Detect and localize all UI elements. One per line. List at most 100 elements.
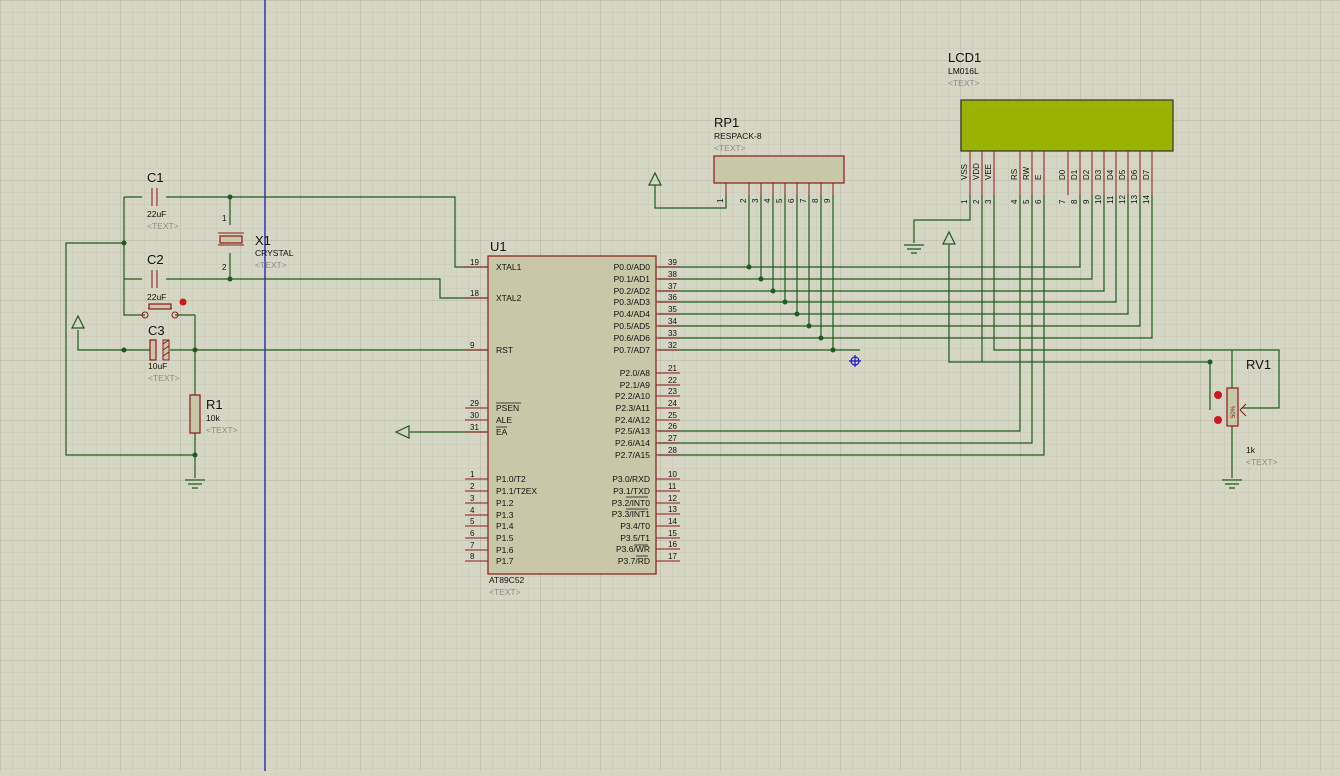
- rp1-pin-number: 1: [716, 198, 725, 203]
- u1-pin-number: 1: [470, 470, 475, 479]
- lcd1-pin-name: D5: [1118, 169, 1127, 180]
- lcd-screen: [960, 99, 1174, 152]
- capacitor-c1[interactable]: C1 22uF <TEXT>: [147, 170, 179, 231]
- u1-pin-label: P0.1/AD1: [614, 274, 651, 284]
- u1-pin-label: P0.7/AD7: [614, 345, 651, 355]
- wires[interactable]: [65, 185, 1280, 478]
- capacitor-c3[interactable]: C3 10uF <TEXT>: [148, 323, 180, 383]
- junction: [121, 240, 127, 246]
- u1-pin-number: 29: [470, 399, 479, 408]
- potentiometer-rv1[interactable]: 50% RV1 1k <TEXT>: [1214, 357, 1278, 467]
- lcd1-pin-number: 6: [1034, 199, 1043, 204]
- u1-pin-label: P0.3/AD3: [614, 297, 651, 307]
- u1-pin-label: PSEN: [496, 403, 519, 413]
- junction: [758, 276, 764, 282]
- u1-pin-number: 16: [668, 540, 677, 549]
- ground-icon[interactable]: [1222, 479, 1242, 489]
- lcd1-text: <TEXT>: [948, 78, 980, 88]
- power-terminal-icon[interactable]: [942, 230, 956, 245]
- rp1-pin-number: 9: [823, 198, 832, 203]
- u1-value: AT89C52: [489, 575, 525, 585]
- x1-ref: X1: [255, 233, 271, 248]
- rp1-pin-number: 2: [739, 198, 748, 203]
- rv1-down-marker-icon[interactable]: [1214, 416, 1222, 424]
- lcd1-pin-number: 8: [1070, 199, 1079, 204]
- rp1-pin-number: 3: [751, 198, 760, 203]
- junction: [1207, 359, 1213, 365]
- u1-pin-number: 11: [668, 482, 677, 491]
- crystal-x1[interactable]: 1 2 X1 CRYSTAL <TEXT>: [218, 214, 294, 272]
- ground-icon[interactable]: [185, 479, 205, 489]
- r1-text: <TEXT>: [206, 425, 238, 435]
- u1-pin-number: 7: [470, 541, 475, 550]
- lcd1-pins: VSS1VDD2VEE3RS4RW5E6D07D18D29D310D411D51…: [960, 151, 1153, 204]
- ale-terminal-icon[interactable]: [394, 425, 410, 439]
- u1-pin-label: P2.0/A8: [620, 368, 651, 378]
- lcd1-pin-name: D2: [1082, 169, 1091, 180]
- lcd1-value: LM016L: [948, 66, 979, 76]
- u1-pin-number: 8: [470, 552, 475, 561]
- c1-text: <TEXT>: [147, 221, 179, 231]
- u1-pin-number: 23: [668, 387, 677, 396]
- lcd1-pin-number: 11: [1106, 195, 1115, 204]
- u1-pin-number: 9: [470, 341, 475, 350]
- lcd1-pin-number: 7: [1058, 199, 1067, 204]
- u1-pin-label: P0.2/AD2: [614, 286, 651, 296]
- power-terminal-icon[interactable]: [648, 171, 662, 186]
- c2-ref: C2: [147, 252, 164, 267]
- u1-pin-number: 28: [668, 446, 677, 455]
- probe-cursor-icon[interactable]: [849, 355, 861, 367]
- u1-pin-number: 30: [470, 411, 479, 420]
- u1-pin-label: P2.6/A14: [615, 438, 650, 448]
- rv1-value: 1k: [1246, 445, 1256, 455]
- lcd1-pin-number: 4: [1010, 199, 1019, 204]
- u1-pin-number: 26: [668, 422, 677, 431]
- u1-pin-label: P2.1/A9: [620, 380, 651, 390]
- rp1-pin-number: 7: [799, 198, 808, 203]
- capacitor-c2[interactable]: C2 22uF: [147, 252, 166, 302]
- u1-pin-label: P0.6/AD6: [614, 333, 651, 343]
- rv1-ref: RV1: [1246, 357, 1271, 372]
- lcd1-pin-name: D4: [1106, 169, 1115, 180]
- junctions: [121, 194, 1213, 458]
- lcd1-pin-number: 1: [960, 199, 969, 204]
- u1-pin-number: 35: [668, 305, 677, 314]
- lcd1-pin-number: 12: [1118, 195, 1127, 204]
- rv1-body-label: 50%: [1231, 405, 1237, 418]
- c3-text: <TEXT>: [148, 373, 180, 383]
- rv1-up-marker-icon[interactable]: [1214, 391, 1222, 399]
- u1-pin-label: P2.5/A13: [615, 426, 650, 436]
- u1-pin-label: P1.2: [496, 498, 514, 508]
- rp1-value: RESPACK-8: [714, 131, 762, 141]
- lcd1-pin-number: 13: [1130, 195, 1139, 204]
- u1-pin-label: XTAL2: [496, 293, 522, 303]
- resistor-r1[interactable]: R1 10k <TEXT>: [189, 394, 238, 435]
- u1-pin-number: 34: [668, 317, 677, 326]
- x1-value: CRYSTAL: [255, 248, 294, 258]
- rp1-pin-number: 5: [775, 198, 784, 203]
- lcd-lcd1[interactable]: LCD1 LM016L <TEXT> VSS1VDD2VEE3RS4RW5E6D…: [948, 50, 1174, 204]
- x1-pin2: 2: [222, 263, 227, 272]
- reset-button-icon[interactable]: [141, 298, 187, 319]
- lcd1-ref: LCD1: [948, 50, 981, 65]
- u1-text: <TEXT>: [489, 587, 521, 597]
- u1-pin-label: P3.7/RD: [618, 556, 650, 566]
- u1-pin-number: 19: [470, 258, 479, 267]
- junction: [121, 347, 127, 353]
- junction: [227, 194, 233, 200]
- ground-icon[interactable]: [904, 244, 924, 254]
- u1-pin-label: P2.7/A15: [615, 450, 650, 460]
- u1-pin-label: P3.5/T1: [620, 533, 650, 543]
- lcd1-pin-name: VDD: [972, 163, 981, 180]
- u1-pin-label: P3.0/RXD: [612, 474, 650, 484]
- power-terminal-icon[interactable]: [71, 314, 85, 329]
- u1-pin-number: 10: [668, 470, 677, 479]
- u1-pin-number: 21: [668, 364, 677, 373]
- u1-body[interactable]: [487, 255, 657, 575]
- u1-pin-number: 18: [470, 289, 479, 298]
